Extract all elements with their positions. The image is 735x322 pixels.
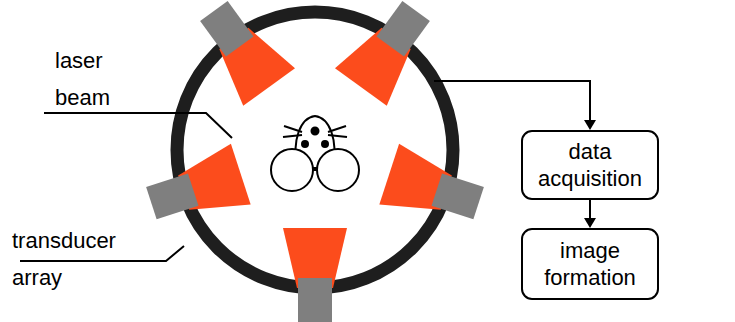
transducer-unit xyxy=(141,144,250,234)
transducer-unit xyxy=(335,0,442,106)
arrow-head xyxy=(584,120,596,130)
transducer xyxy=(200,1,253,57)
transducer xyxy=(432,173,484,219)
part-label: transducer array xyxy=(12,222,162,296)
box-content: data acquisition xyxy=(523,138,657,192)
transducer-ring xyxy=(177,12,453,288)
leader-line xyxy=(44,113,232,138)
process-box: data acquisition xyxy=(521,130,659,200)
transducer-unit xyxy=(379,144,488,234)
box-label: data acquisition xyxy=(523,138,657,192)
flow-arrow xyxy=(584,200,596,228)
part-label: laser beam xyxy=(55,42,145,116)
mouse xyxy=(271,116,359,191)
signal-line xyxy=(434,81,590,122)
transducer xyxy=(298,278,332,322)
transducer-unit xyxy=(283,228,347,322)
process-box: image formation xyxy=(521,228,659,300)
transducer xyxy=(377,1,430,57)
box-label: image formation xyxy=(523,237,657,291)
connector-line xyxy=(589,200,591,219)
arrow-head xyxy=(584,218,596,228)
transducer xyxy=(146,173,198,219)
box-content: image formation xyxy=(523,237,657,291)
transducer-unit xyxy=(188,0,295,106)
